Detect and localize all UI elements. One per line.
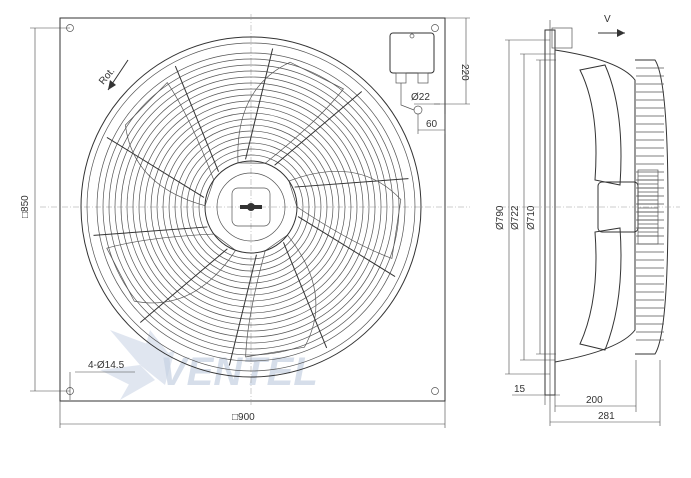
guard-ring	[156, 112, 346, 302]
fan-blade	[245, 234, 317, 358]
dim-710-label: Ø710	[526, 205, 537, 230]
guard-spoke	[245, 48, 274, 160]
motor-hub-outer	[204, 160, 298, 254]
dim-200: 200	[554, 360, 637, 412]
motor-hub-inner	[216, 172, 286, 242]
guard-ring	[102, 58, 400, 356]
inlet-ring-inner	[86, 42, 416, 372]
dim-900: □900	[59, 401, 446, 428]
guard-ring	[96, 52, 406, 362]
guard-spoke	[282, 242, 328, 349]
guard-spoke	[93, 226, 208, 236]
cable-gland-outlet	[413, 105, 423, 115]
terminal-box	[389, 32, 435, 115]
dim-710: Ø710	[526, 59, 556, 355]
dim-722: Ø722	[510, 53, 555, 361]
side-view: V Ø790 Ø722 Ø710 15	[495, 14, 680, 426]
dim-200-label: 200	[586, 395, 603, 406]
terminal-box-body	[389, 32, 435, 74]
mounting-hole	[431, 24, 439, 32]
dim-850-label: □850	[20, 195, 31, 218]
fan-blade	[106, 233, 237, 304]
dim-60: 60	[417, 114, 446, 134]
cable	[400, 83, 415, 111]
fan-blades	[106, 61, 402, 358]
guard-spoke	[106, 136, 205, 198]
airflow-label: V	[604, 14, 611, 25]
guard-grill	[96, 52, 406, 362]
dim-722-label: Ø722	[510, 205, 521, 230]
watermark-logo: VENTEL	[100, 330, 318, 400]
mounting-hole	[431, 387, 439, 395]
fan-blade	[237, 61, 344, 164]
guard-spoke	[274, 91, 363, 166]
guard-ring	[126, 82, 376, 332]
terminal-box-gland	[417, 72, 429, 84]
mounting-plate	[59, 17, 446, 402]
dim-holes: 4-Ø14.5	[69, 360, 135, 400]
dim-15: 15	[512, 384, 560, 405]
rotation-arrowhead	[108, 80, 116, 90]
guard-ring	[192, 148, 310, 266]
guard-spoke	[228, 254, 257, 366]
side-motor-fins	[638, 175, 658, 237]
side-inlet-cone	[554, 49, 636, 363]
guard-spokes	[93, 48, 409, 366]
fan-blade	[288, 171, 402, 259]
side-terminal-box	[551, 27, 573, 49]
fan-blade	[125, 82, 215, 207]
guard-ring	[186, 142, 316, 272]
guard-spoke	[297, 216, 396, 278]
dim-cable-gland: Ø22	[411, 92, 440, 105]
hub-label-plate	[240, 205, 262, 209]
side-blade-top	[579, 64, 622, 186]
guard-spoke	[294, 178, 409, 188]
dim-22-label: Ø22	[411, 92, 430, 103]
guard-ring	[138, 94, 364, 320]
dim-790: Ø790	[495, 39, 550, 375]
dim-15-label: 15	[514, 384, 526, 395]
inlet-ring-outer	[80, 36, 422, 378]
front-view: Rot. 220 Ø22 60	[20, 14, 470, 428]
dim-900-label: □900	[232, 412, 255, 423]
airflow-arrowhead	[617, 29, 625, 37]
dim-281-label: 281	[598, 411, 615, 422]
guard-ring	[168, 124, 334, 290]
guard-ring	[132, 88, 370, 326]
dim-850: □850	[20, 27, 70, 392]
dim-790-label: Ø790	[495, 205, 506, 230]
guard-ring	[198, 154, 304, 260]
guard-spoke	[139, 248, 228, 323]
guard-ring	[150, 106, 352, 308]
dim-220-label: 220	[459, 64, 470, 81]
guard-ring	[120, 76, 382, 338]
hub-cover	[231, 187, 271, 227]
dim-60-label: 60	[426, 119, 438, 130]
dim-220: 220	[434, 17, 470, 105]
guard-ring	[108, 64, 394, 350]
guard-ring	[174, 130, 328, 284]
guard-ring	[114, 70, 388, 344]
dim-281: 281	[549, 360, 661, 426]
guard-spoke	[174, 65, 220, 172]
terminal-box-screw	[409, 33, 415, 39]
dim-holes-label: 4-Ø14.5	[88, 360, 125, 371]
guard-ring	[162, 118, 340, 296]
terminal-box-gland	[395, 72, 407, 84]
airflow-indicator: V	[598, 14, 625, 37]
side-blade-bottom	[579, 227, 622, 351]
rotation-indicator: Rot.	[97, 59, 129, 91]
